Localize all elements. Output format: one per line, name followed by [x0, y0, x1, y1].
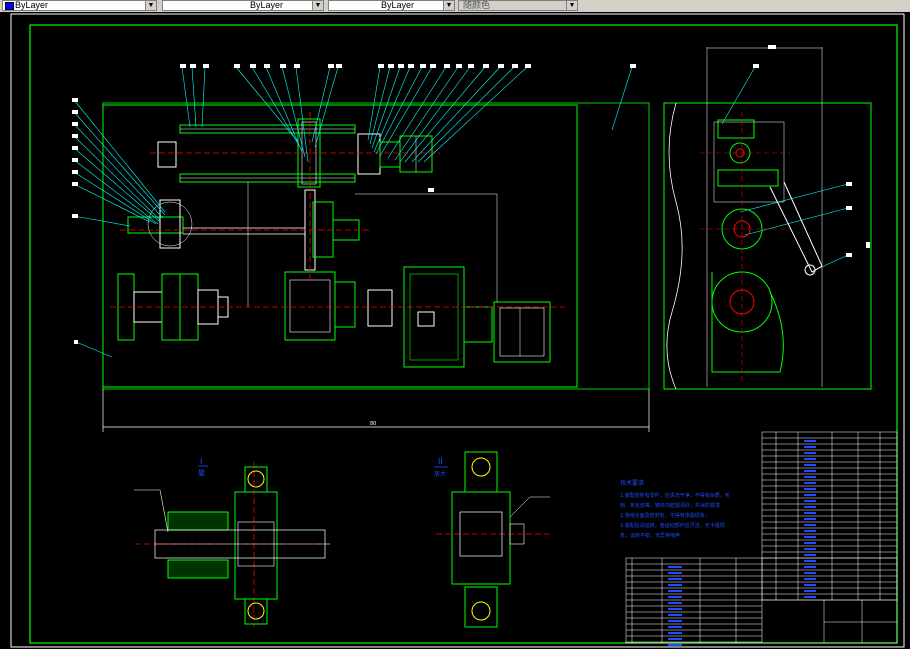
parts-list-cell-text [804, 554, 816, 556]
sheet-outer-border [10, 13, 905, 648]
color-combo[interactable]: ByLayer ▼ [2, 0, 157, 11]
plotstyle-combo-value: 随颜色 [463, 0, 491, 10]
section-view-2: II 放大 [434, 451, 550, 628]
dimension-text: 80 [370, 421, 376, 427]
title-block-cell-text [668, 620, 682, 622]
toolbar-empty-area [580, 0, 910, 12]
title-block-cell-text [668, 644, 682, 646]
plan-view-outline [102, 102, 650, 390]
properties-toolbar: ByLayer ▼ ByLayer ▼ ByLayer ▼ 随颜色 ▼ [0, 0, 910, 13]
parts-list-cell-text [804, 512, 816, 514]
notes-title: 技术要求 [620, 479, 644, 487]
linetype-combo[interactable]: ByLayer ▼ [162, 0, 324, 11]
parts-list-cell-text [804, 560, 816, 562]
chevron-down-icon[interactable]: ▼ [145, 1, 156, 10]
title-block-cell-text [668, 566, 682, 568]
parts-list-cell-text [804, 536, 816, 538]
notes-line-3: 2.各结合面及密封处，不得有渗漏现象； [620, 512, 710, 519]
parts-list-cell-text [804, 440, 816, 442]
plotstyle-combo[interactable]: 随颜色 ▼ [458, 0, 578, 11]
notes-line-4: 3.装配后试运转，各运动部件应灵活，无卡阻现 [620, 522, 725, 529]
center-lines [110, 112, 565, 627]
parts-list-cell-text [804, 494, 816, 496]
parts-list-cell-text [804, 566, 816, 568]
chevron-down-icon[interactable]: ▼ [443, 1, 454, 10]
plan-view-base-frame [102, 104, 578, 388]
parts-list-cell-text [804, 518, 816, 520]
title-block [625, 557, 898, 646]
title-block-cell-text [668, 614, 682, 616]
sheet-inner-frame [29, 24, 898, 644]
parts-list-cell-text [804, 500, 816, 502]
cad-drawing-canvas[interactable]: 80 [0, 12, 910, 649]
plan-view: 80 [102, 102, 650, 432]
part-balloons [72, 45, 870, 344]
parts-list-cell-text [804, 506, 816, 508]
parts-list-cell-text [804, 590, 816, 592]
lineweight-combo-value: ByLayer [380, 0, 414, 10]
title-block-cell-text [668, 608, 682, 610]
parts-list-cell-text [804, 530, 816, 532]
title-block-cell-text [668, 584, 682, 586]
section-label-2: II [438, 457, 443, 466]
notes-line-2: 刺、氧化皮等，铸件内腔需清砂，并涂防锈漆 [620, 502, 720, 509]
parts-list-cell-text [804, 548, 816, 550]
parts-list-cell-text [804, 488, 816, 490]
parts-list-cell-text [804, 458, 816, 460]
parts-list-cell-text [804, 452, 816, 454]
section-sublabel-2: 放大 [434, 470, 446, 478]
parts-list-cell-text [804, 584, 816, 586]
chevron-down-icon[interactable]: ▼ [566, 1, 577, 10]
parts-list-table [761, 431, 898, 601]
section-sublabel-1: 旋 [198, 468, 205, 477]
title-block-cell-text [668, 578, 682, 580]
notes-line-5: 象；运转平稳，无异常响声 [620, 532, 680, 539]
leader-lines [73, 66, 849, 358]
parts-list-cell-text [804, 470, 816, 472]
parts-list-cell-text [804, 446, 816, 448]
parts-list-cell-text [804, 578, 816, 580]
parts-list-cell-text [804, 482, 816, 484]
parts-list-cell-text [804, 596, 816, 598]
section-view-1: I 旋 [134, 457, 330, 625]
parts-list-cell-text [804, 572, 816, 574]
color-combo-value: ByLayer [15, 0, 49, 10]
chevron-down-icon[interactable]: ▼ [312, 1, 323, 10]
parts-list-cell-text [804, 476, 816, 478]
title-block-cell-text [668, 638, 682, 640]
title-block-cell-text [668, 572, 682, 574]
color-swatch [5, 1, 14, 10]
linetype-combo-value: ByLayer [249, 0, 283, 10]
side-view [663, 47, 872, 390]
parts-list-cell-text [804, 464, 816, 466]
lineweight-combo[interactable]: ByLayer ▼ [328, 0, 455, 11]
parts-list-cell-text [804, 524, 816, 526]
title-block-cell-text [668, 596, 682, 598]
title-block-cell-text [668, 602, 682, 604]
title-block-cell-text [668, 632, 682, 634]
title-block-cell-text [668, 626, 682, 628]
technical-notes: 技术要求 1.装配前所有零件，应清洗干净，不得有杂质，毛 刺、氧化皮等，铸件内腔… [620, 479, 730, 539]
section-label-1: I [200, 457, 202, 466]
notes-line-1: 1.装配前所有零件，应清洗干净，不得有杂质，毛 [620, 492, 730, 499]
parts-list-cell-text [804, 542, 816, 544]
title-block-cell-text [668, 590, 682, 592]
